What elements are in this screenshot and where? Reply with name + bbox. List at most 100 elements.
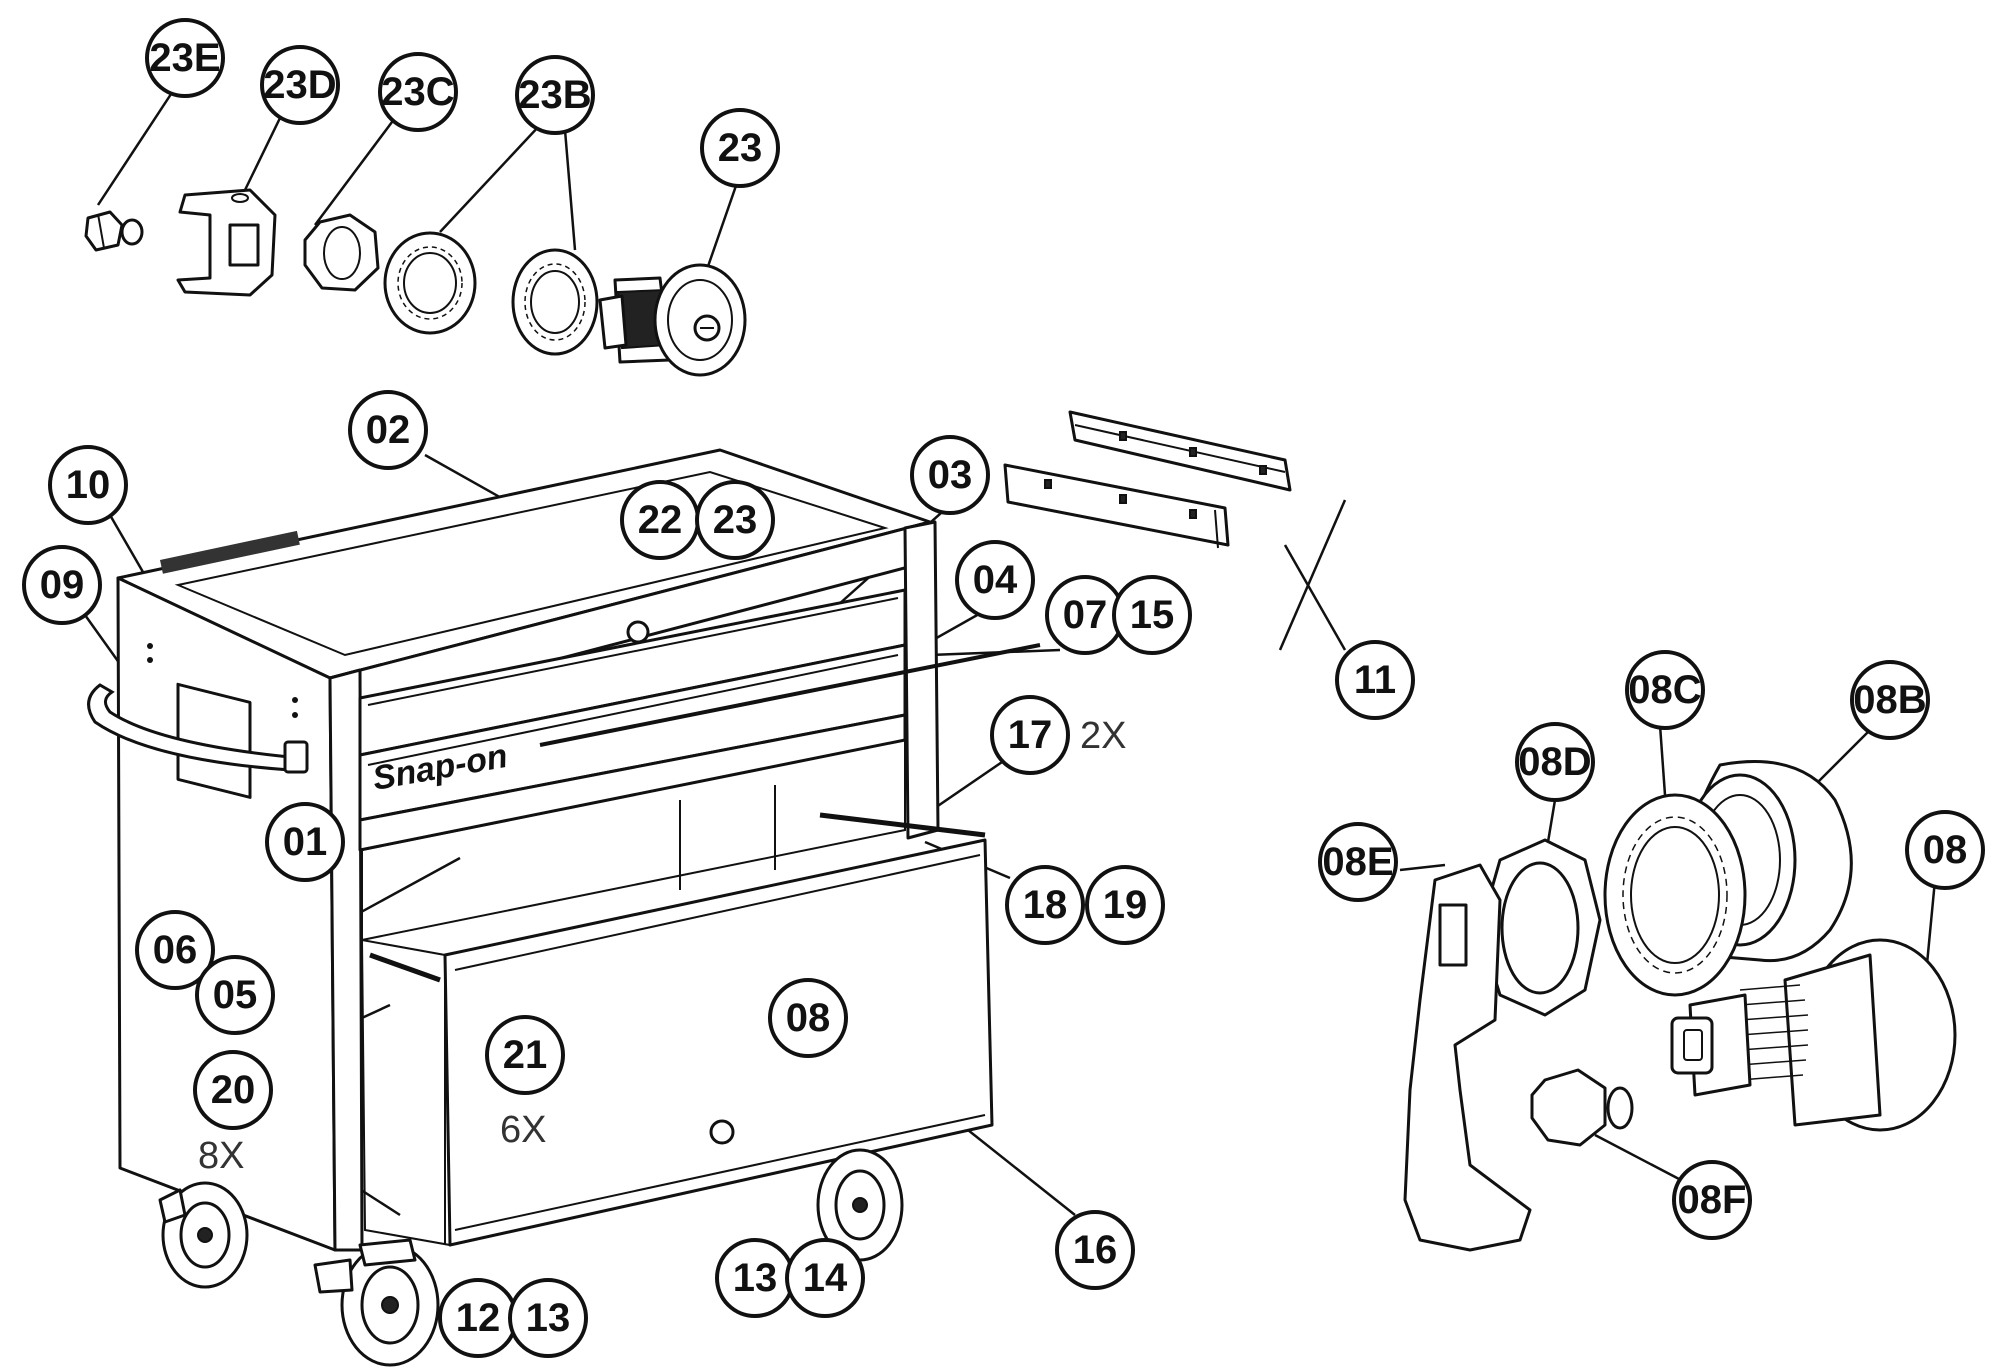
svg-text:23B: 23B: [518, 73, 591, 117]
callout-05: 05: [195, 955, 275, 1035]
svg-text:08: 08: [1923, 828, 1968, 872]
svg-text:13: 13: [526, 1296, 571, 1340]
callout-03: 03: [910, 435, 990, 515]
callout-08e: 08E: [1318, 822, 1398, 902]
callout-08c: 08C: [1625, 650, 1705, 730]
leader-11-b: [1283, 544, 1347, 651]
svg-text:11: 11: [1354, 658, 1396, 702]
svg-text:06: 06: [153, 928, 198, 972]
callout-08d: 08D: [1515, 722, 1595, 802]
svg-text:08D: 08D: [1518, 740, 1591, 784]
svg-text:08: 08: [786, 996, 831, 1040]
caster-rear-left: [158, 1181, 249, 1289]
svg-text:13: 13: [733, 1256, 778, 1300]
svg-text:14: 14: [803, 1256, 848, 1300]
callout-10: 10: [48, 445, 128, 525]
top-badge: [160, 530, 300, 574]
leader-23b-b: [563, 129, 577, 251]
part-22-23-lock: [626, 620, 650, 644]
svg-text:08B: 08B: [1853, 678, 1926, 722]
svg-text:23: 23: [713, 498, 758, 542]
part-17-slide-rail: [819, 812, 986, 838]
callout-23d: 23D: [260, 45, 340, 125]
callout-11: 11: [1335, 640, 1415, 720]
svg-text:18: 18: [1023, 883, 1068, 927]
callout-08f: 08F: [1672, 1160, 1752, 1240]
part-23e-bolt: [84, 210, 144, 252]
callout-08-drawer: 08: [768, 978, 848, 1058]
qty-20: 8X: [198, 1135, 244, 1177]
part-23-lock-cylinder: [598, 263, 747, 377]
part-23b-washer-a: [383, 231, 477, 335]
callout-02: 02: [348, 390, 428, 470]
leader-23b-a: [439, 124, 541, 233]
svg-text:16: 16: [1073, 1228, 1118, 1272]
qty-21: 6X: [500, 1109, 546, 1151]
caster-front-left: [340, 1238, 440, 1367]
cabinet-front-post-right: [903, 520, 940, 840]
svg-text:08F: 08F: [1678, 1178, 1747, 1222]
svg-text:22: 22: [638, 498, 683, 542]
caster-rear-right: [313, 1258, 354, 1294]
part-23d-cam: [176, 188, 277, 297]
callout-23c: 23C: [378, 52, 458, 132]
part-08d-nut: [1478, 838, 1602, 1017]
svg-text:17: 17: [1008, 713, 1053, 757]
part-23c-nut: [303, 213, 380, 292]
callout-23-main: 23: [695, 480, 775, 560]
svg-text:23D: 23D: [263, 63, 336, 107]
part-11-rails: [1003, 410, 1292, 549]
callout-07: 07: [1045, 575, 1125, 655]
callout-23-top: 23: [700, 108, 780, 188]
svg-text:05: 05: [213, 973, 258, 1017]
svg-text:19: 19: [1103, 883, 1148, 927]
part-23b-washer-b: [511, 248, 599, 356]
part-10-label-plate: [176, 682, 252, 799]
svg-text:04: 04: [973, 558, 1018, 602]
leader-23c: [313, 117, 397, 226]
svg-text:08E: 08E: [1322, 840, 1393, 884]
leader-23e: [96, 87, 177, 206]
part-08e-cam: [1403, 863, 1532, 1252]
svg-text:20: 20: [211, 1068, 256, 1112]
compartment-05: [361, 738, 906, 942]
svg-text:23C: 23C: [381, 70, 454, 114]
top-lock-assembly: [84, 188, 747, 377]
svg-text:23: 23: [718, 126, 763, 170]
callout-22: 22: [620, 480, 700, 560]
callout-18: 18: [1005, 865, 1085, 945]
callout-06: 06: [135, 910, 215, 990]
svg-text:08C: 08C: [1628, 668, 1701, 712]
qty-17: 2X: [1080, 715, 1126, 757]
svg-text:10: 10: [66, 463, 111, 507]
part-08f-bolt: [1530, 1068, 1634, 1147]
leader-23: [703, 179, 740, 276]
svg-text:03: 03: [928, 453, 973, 497]
callout-13a: 13: [715, 1238, 795, 1318]
callout-09: 09: [22, 545, 102, 625]
callouts: 23E 23D 23C 23B 23 02 10 09 22 23 03 04 …: [22, 18, 1985, 1358]
callout-21: 21: [485, 1015, 565, 1095]
svg-text:01: 01: [283, 820, 328, 864]
callout-08: 08: [1905, 810, 1985, 890]
callout-20: 20: [193, 1050, 273, 1130]
callout-15: 15: [1112, 575, 1192, 655]
callout-23b: 23B: [515, 55, 595, 135]
part-08c-washer: [1603, 793, 1747, 997]
part-07-15-drawer-pull: [539, 643, 1041, 747]
callout-08b: 08B: [1850, 660, 1930, 740]
callout-01: 01: [265, 802, 345, 882]
leader-08c: [1658, 724, 1667, 796]
cabinet-front-post-left: [328, 668, 364, 1252]
leader-11-a: [1278, 499, 1347, 651]
leader-08e: [1399, 863, 1446, 872]
callout-14: 14: [785, 1238, 865, 1318]
part-08-drawer-lock: [709, 1119, 735, 1145]
callout-13b: 13: [508, 1278, 588, 1358]
callout-16: 16: [1055, 1210, 1135, 1290]
svg-text:02: 02: [366, 408, 411, 452]
callout-04: 04: [955, 540, 1035, 620]
callout-23e: 23E: [145, 18, 225, 98]
part-08-lock-cylinder: [1670, 938, 1957, 1132]
